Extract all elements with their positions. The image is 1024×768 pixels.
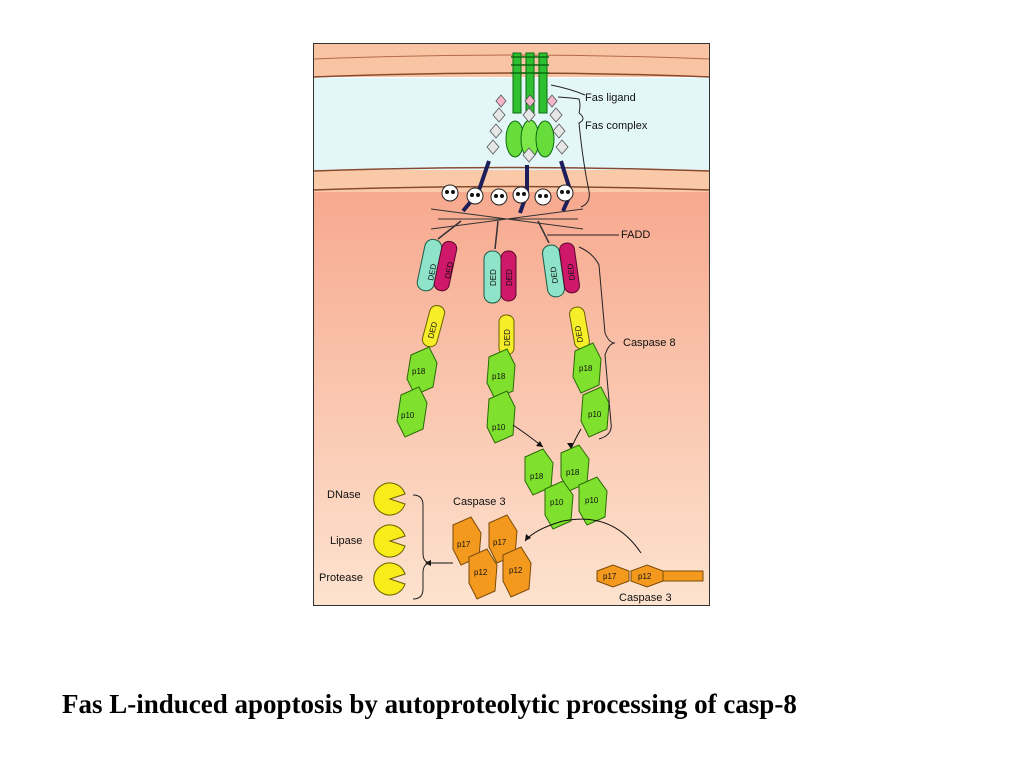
ded-label: DED [505, 269, 514, 286]
caspase8-p18-right [572, 342, 602, 394]
p18-label: p18 [530, 472, 544, 481]
ded-label: DED [573, 325, 585, 343]
ded-label: DED [443, 261, 455, 280]
p18-label: p18 [492, 372, 506, 381]
fadd-label: FADD [621, 229, 650, 241]
caspase8-p10-right [580, 386, 610, 438]
fadd-ded-right [541, 242, 580, 298]
ded-label: DED [503, 329, 512, 346]
fas-receptor-extracellular [486, 94, 569, 163]
p12-label: p12 [638, 572, 652, 581]
cell-membrane [313, 170, 710, 192]
dnase-icon [373, 482, 406, 516]
active-caspase8-p10-right [578, 476, 608, 526]
caspase8-label: Caspase 8 [623, 337, 676, 349]
ded-label: DED [566, 263, 577, 281]
lipase-icon [373, 524, 406, 558]
p17-label: p17 [603, 572, 617, 581]
p18-label: p18 [412, 367, 426, 376]
protease-label: Protease [319, 572, 363, 584]
ded-label: DED [426, 263, 438, 282]
caspase8-p10-center [486, 390, 516, 444]
p18-label: p18 [579, 364, 593, 373]
active-caspase3-p12-right [502, 546, 532, 598]
procaspase3-shape [596, 564, 704, 588]
dnase-label: DNase [327, 489, 361, 501]
protease-icon [373, 562, 406, 596]
fas-complex-label: Fas complex [585, 120, 648, 132]
p12-label: p12 [474, 568, 488, 577]
p18-label: p18 [566, 468, 580, 477]
fas-ligand-label: Fas ligand [585, 92, 636, 104]
active-caspase3-p12-left [468, 548, 498, 600]
figure-caption: Fas L-induced apoptosis by autoproteolyt… [62, 689, 797, 719]
ded-label: DED [549, 266, 560, 284]
caspase3-pro-label: Caspase 3 [619, 592, 672, 604]
outer-membrane-band [313, 43, 710, 77]
caspase8-p18-center [486, 348, 516, 400]
caspase8-p18-left [406, 346, 438, 396]
p10-label: p10 [550, 498, 564, 507]
lipase-label: Lipase [330, 535, 362, 547]
p10-label: p10 [492, 423, 506, 432]
caspase8-ded-left [421, 304, 446, 348]
p17-label: p17 [457, 540, 471, 549]
fas-apoptosis-diagram: DED DED DED DED DED DED DED DED DED p18 … [313, 43, 710, 606]
caspase3-active-label: Caspase 3 [453, 496, 506, 508]
death-domain-cluster [430, 184, 584, 230]
p10-label: p10 [588, 410, 602, 419]
p10-label: p10 [585, 496, 599, 505]
p12-label: p12 [509, 566, 523, 575]
caspase8-p10-left [396, 386, 428, 438]
p17-label: p17 [493, 538, 507, 547]
ded-label: DED [426, 321, 439, 340]
fas-trimer-right [535, 120, 555, 158]
fadd-ded-left [416, 238, 458, 292]
fadd-ded-center [483, 250, 517, 304]
ded-label: DED [489, 269, 498, 286]
p10-label: p10 [401, 411, 415, 420]
fas-ligand-shape [511, 52, 549, 114]
active-caspase8-p10-left [544, 480, 574, 530]
